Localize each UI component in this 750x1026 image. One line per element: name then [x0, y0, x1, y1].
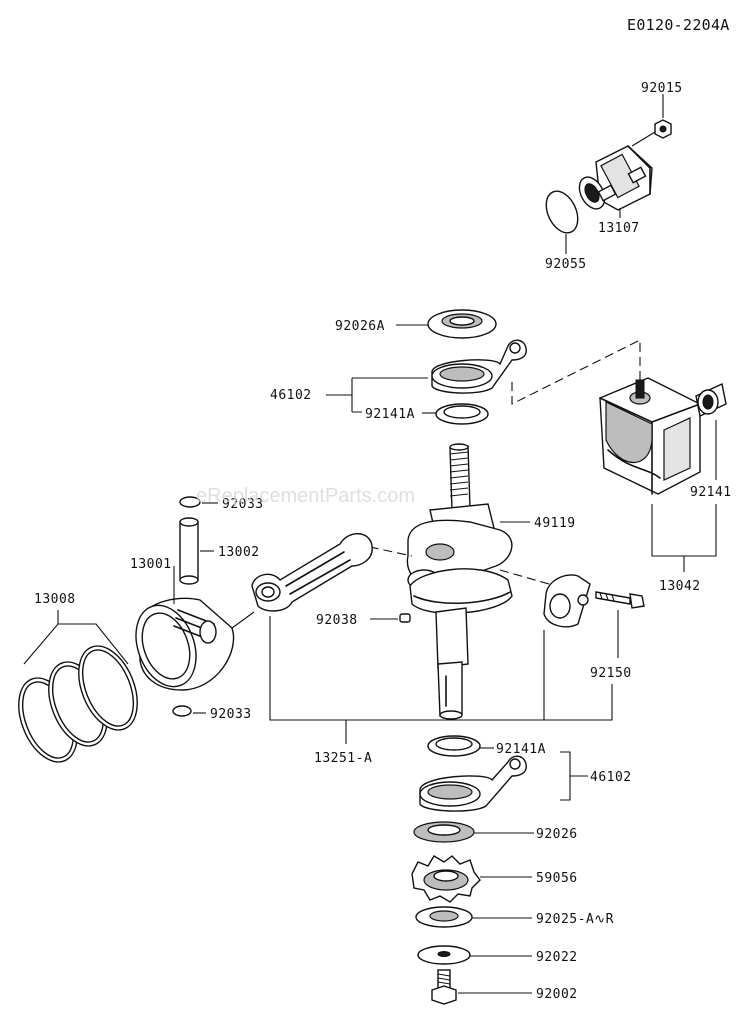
label-92141A-bottom[interactable]: 92141A — [496, 742, 546, 757]
label-92038[interactable]: 92038 — [316, 613, 358, 628]
valve-13107[interactable] — [574, 145, 653, 213]
label-13042[interactable]: 13042 — [659, 579, 701, 594]
label-92026A[interactable]: 92026A — [335, 319, 385, 334]
label-92033-bottom[interactable]: 92033 — [210, 707, 252, 722]
bearing-plate-46102-bottom[interactable] — [419, 755, 527, 812]
part-group-13107: 92015 13107 92055 — [540, 81, 683, 272]
piston-rings-13008[interactable] — [7, 637, 148, 770]
label-49119[interactable]: 49119 — [534, 516, 576, 531]
piston-13001[interactable] — [125, 597, 235, 695]
shim-92025[interactable] — [415, 906, 473, 928]
diagram-code: E0120-2204A — [627, 16, 730, 34]
label-92025[interactable]: 92025-A∿R — [536, 912, 614, 927]
label-92026[interactable]: 92026 — [536, 827, 578, 842]
connecting-rod-13251-A[interactable] — [251, 533, 373, 612]
label-92055[interactable]: 92055 — [545, 257, 587, 272]
bolt-92002[interactable] — [431, 969, 457, 1005]
label-92141-right[interactable]: 92141 — [690, 485, 732, 500]
clip-92033-top[interactable] — [179, 496, 201, 508]
label-92033-top[interactable]: 92033 — [222, 497, 264, 512]
label-92002[interactable]: 92002 — [536, 987, 578, 1002]
label-13002[interactable]: 13002 — [218, 545, 260, 560]
label-13251-A[interactable]: 13251-A — [314, 751, 372, 766]
o-ring-92055[interactable] — [540, 186, 584, 238]
label-46102-bottom[interactable]: 46102 — [590, 770, 632, 785]
key-92038[interactable] — [399, 613, 411, 623]
oil-seal-92026A[interactable] — [427, 309, 497, 339]
bearing-plate-46102-top[interactable] — [431, 339, 527, 394]
seal-92026[interactable] — [413, 821, 475, 843]
label-13008[interactable]: 13008 — [34, 592, 76, 607]
clip-92033-bottom[interactable] — [172, 705, 192, 717]
label-92015[interactable]: 92015 — [641, 81, 683, 96]
label-92141A-top[interactable]: 92141A — [365, 407, 415, 422]
nut-92015[interactable] — [654, 119, 672, 139]
label-13001[interactable]: 13001 — [130, 557, 172, 572]
label-92022[interactable]: 92022 — [536, 950, 578, 965]
label-46102-top[interactable]: 46102 — [270, 388, 312, 403]
upper-bearing-group: 92026A 46102 92141A — [270, 309, 641, 425]
bushing-92141[interactable] — [695, 382, 727, 418]
piston-pin-13002[interactable] — [179, 517, 199, 585]
watermark: eReplacementParts.com — [196, 485, 415, 507]
crankshaft-49119[interactable] — [406, 443, 513, 720]
gear-59056[interactable] — [411, 855, 481, 903]
ring-92141A-top[interactable] — [435, 403, 489, 425]
bolt-92150[interactable] — [595, 591, 645, 609]
ring-92141A-bottom[interactable] — [427, 735, 481, 757]
label-92150[interactable]: 92150 — [590, 666, 632, 681]
rod-cap[interactable] — [543, 574, 591, 628]
label-59056[interactable]: 59056 — [536, 871, 578, 886]
cam-assembly-13042[interactable] — [599, 377, 701, 495]
washer-92022[interactable] — [417, 945, 471, 965]
label-13107[interactable]: 13107 — [598, 221, 640, 236]
